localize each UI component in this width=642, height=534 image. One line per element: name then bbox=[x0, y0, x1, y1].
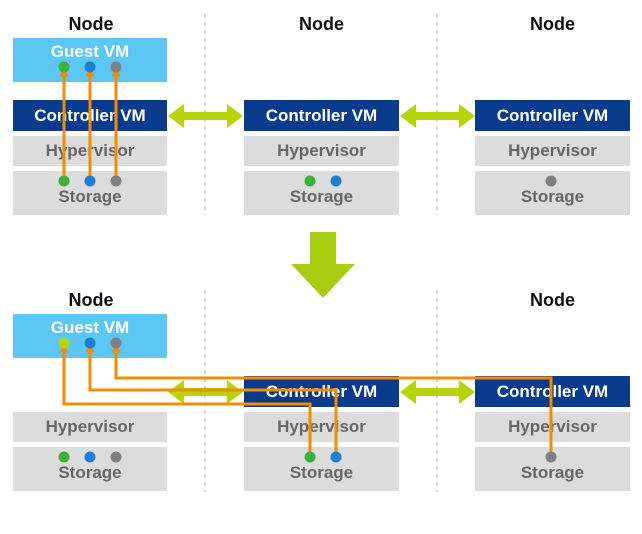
dot-lime-guest-bottom bbox=[58, 337, 70, 349]
storage-bottom-2: Storage bbox=[244, 447, 399, 491]
controller-vm-top-3: Controller VM bbox=[475, 100, 630, 131]
controller-link-arrow-top-1 bbox=[168, 104, 243, 128]
node-title-bottom-1: Node bbox=[68, 289, 114, 310]
controller-link-arrow-top-2 bbox=[400, 104, 475, 128]
controller-links bbox=[168, 104, 475, 404]
controller-vm-top-2: Controller VM bbox=[244, 100, 399, 131]
node-title-top-3: Node bbox=[530, 13, 575, 34]
storage-top-2: Storage bbox=[244, 171, 399, 215]
dot-green-guest-top bbox=[58, 61, 70, 73]
dot-blue-storage-top-1 bbox=[84, 175, 96, 187]
controller-link-arrow-bottom-2 bbox=[400, 380, 475, 404]
dot-gray-guest-top bbox=[110, 61, 122, 73]
dot-green-storage-bottom-1 bbox=[58, 451, 70, 463]
node-title-top-2: Node bbox=[299, 13, 344, 34]
data-path-bottom-gray bbox=[111, 343, 553, 457]
transition-down-arrow bbox=[291, 232, 355, 298]
storage-top-1: Storage bbox=[13, 171, 167, 215]
dot-gray-storage-top-1 bbox=[110, 175, 122, 187]
dot-gray-guest-bottom bbox=[110, 337, 122, 349]
dot-blue-storage-top-2 bbox=[330, 175, 342, 187]
dot-gray-storage-bottom-1 bbox=[110, 451, 122, 463]
storage-bottom-3: Storage bbox=[475, 447, 630, 491]
dot-blue-guest-top bbox=[84, 61, 96, 73]
hypervisor-bottom-1: Hypervisor bbox=[13, 412, 167, 442]
dot-green-storage-top-1 bbox=[58, 175, 70, 187]
guest-vm-top: Guest VM bbox=[13, 38, 167, 82]
data-path-arrows bbox=[59, 67, 553, 457]
hypervisor-top-2: Hypervisor bbox=[244, 136, 399, 166]
dot-blue-guest-bottom bbox=[84, 337, 96, 349]
data-path-bottom-green bbox=[59, 343, 312, 457]
hypervisor-top-3: Hypervisor bbox=[475, 136, 630, 166]
column-dividers bbox=[204, 14, 438, 492]
controller-link-arrow-bottom-1 bbox=[168, 380, 243, 404]
data-path-bottom-blue bbox=[85, 343, 338, 457]
dot-green-storage-top-2 bbox=[304, 175, 316, 187]
hypervisor-bottom-2: Hypervisor bbox=[244, 412, 399, 442]
dot-blue-storage-bottom-1 bbox=[84, 451, 96, 463]
node-title-top-1: Node bbox=[68, 13, 114, 34]
dot-gray-storage-bottom-3 bbox=[545, 451, 557, 463]
storage-bottom-1: Storage bbox=[13, 447, 167, 491]
dot-gray-storage-top-3 bbox=[545, 175, 557, 187]
dot-blue-storage-bottom-2 bbox=[330, 451, 342, 463]
dot-green-storage-bottom-2 bbox=[304, 451, 316, 463]
node-title-bottom-3: Node bbox=[530, 289, 575, 310]
data-dots bbox=[58, 61, 557, 463]
